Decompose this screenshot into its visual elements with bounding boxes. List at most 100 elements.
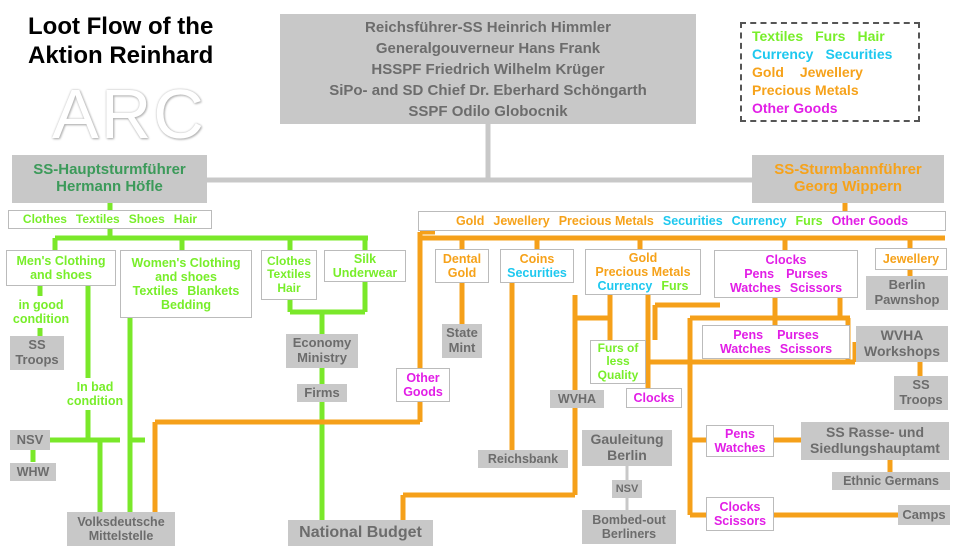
good-condition-line-2: condition	[12, 312, 70, 326]
ss-troops-right-line-1: SS	[912, 377, 930, 393]
legend-item-securities: Securities	[825, 46, 893, 62]
state-mint-box: State Mint	[442, 324, 482, 358]
silk-line-1: Silk	[353, 252, 377, 266]
dental-line-1: Dental	[442, 252, 482, 266]
legend: Textiles Furs Hair Currency Securities G…	[740, 22, 920, 122]
pawnshop-line-2: Pawnshop	[874, 292, 940, 307]
title-line-1: Loot Flow of the	[28, 13, 214, 40]
wippern-name: Georg Wippern	[793, 178, 903, 195]
economy-line-1: Economy	[292, 335, 352, 351]
command-line-himmler: Reichsführer-SS Heinrich Himmler	[365, 18, 611, 36]
legend-item-gold: Gold	[752, 64, 784, 80]
good-clothes: Clothes	[22, 211, 67, 226]
coins-securities-label: Securities	[507, 266, 567, 280]
legend-item-currency: Currency	[752, 46, 814, 62]
good-precious-metals: Precious Metals	[558, 214, 654, 228]
ppws-purses: Purses	[777, 328, 819, 342]
other-goods-line-2: Goods	[403, 385, 443, 399]
legend-row-1: Textiles Furs Hair	[752, 27, 918, 45]
legend-row-4: Precious Metals	[752, 81, 918, 99]
mens-clothing-box: Men's Clothing and shoes	[6, 250, 116, 286]
rasse-line-2: Siedlungshauptamt	[810, 440, 940, 456]
womens-textiles: Textiles	[132, 284, 179, 298]
bombed-out-berliners-box: Bombed-out Berliners	[582, 510, 676, 544]
cth-line-1: Clothes	[266, 253, 311, 268]
page-title: Loot Flow of the Aktion Reinhard	[28, 12, 213, 70]
command-line-schoengarth: SiPo- and SD Chief Dr. Eberhard Schöngar…	[329, 81, 647, 99]
state-mint-line-2: Mint	[448, 340, 476, 355]
wippern-rank: SS-Sturmbannführer	[774, 161, 922, 179]
hoefle-box: SS-Hauptsturmführer Hermann Höfle	[12, 155, 207, 203]
gpc-gold: Gold	[628, 251, 658, 265]
legend-row-3: Gold Jewellery	[752, 63, 918, 81]
dental-gold-box: Dental Gold	[435, 249, 489, 283]
command-line-krueger: HSSPF Friedrich Wilhelm Krüger	[371, 60, 605, 78]
volks-line-2: Mittelstelle	[88, 529, 154, 543]
pawnshop-line-1: Berlin	[888, 277, 926, 293]
nsv-mid-box: NSV	[612, 480, 642, 498]
furs-less-line-2: less	[606, 354, 630, 369]
nsv-left-label: NSV	[16, 431, 44, 447]
jewellery-box: Jewellery	[875, 248, 947, 270]
ss-troops-right-box: SS Troops	[894, 376, 948, 410]
rasse-line-1: SS Rasse- und	[825, 424, 925, 441]
legend-item-furs: Furs	[815, 28, 846, 44]
good-securities: Securities	[662, 214, 723, 228]
clothes-textiles-hair-box: Clothes Textiles Hair	[261, 250, 317, 300]
arc-logo: ARC	[52, 75, 206, 153]
legend-item-other-goods: Other Goods	[752, 100, 838, 116]
ppws-pens: Pens	[733, 328, 764, 342]
womens-row: Textiles Blankets	[133, 284, 240, 298]
pens-watches-line-2: Watches	[714, 441, 766, 455]
camps-label: Camps	[902, 506, 946, 522]
good-condition-line-1: in good	[18, 298, 64, 312]
legend-row-2: Currency Securities	[752, 45, 918, 63]
clocks-mid-box: Clocks	[626, 388, 682, 408]
womens-line-2: and shoes	[155, 270, 217, 284]
legend-item-jewellery: Jewellery	[799, 64, 863, 80]
hoefle-name: Hermann Höfle	[56, 178, 163, 195]
ethnic-germans-box: Ethnic Germans	[832, 472, 950, 490]
womens-blankets: Blankets	[187, 284, 240, 298]
title-line-2: Aktion Reinhard	[28, 42, 214, 69]
clocks-scissors-box: Clocks Scissors	[706, 497, 774, 531]
furs-less-quality-box: Furs of less Quality	[590, 340, 646, 384]
good-furs: Furs	[795, 214, 823, 228]
gauleitung-line-2: Berlin	[607, 447, 647, 463]
bad-condition-label: In bad condition	[54, 378, 136, 410]
clocks-mid-label: Clocks	[633, 391, 675, 405]
gauleitung-berlin-box: Gauleitung Berlin	[582, 430, 672, 466]
pens-watches-box: Pens Watches	[706, 425, 774, 457]
volksdeutsche-mittelstelle-box: Volksdeutsche Mittelstelle	[67, 512, 175, 546]
cpw-purses: Purses	[786, 267, 828, 281]
gauleitung-line-1: Gauleitung	[590, 431, 664, 448]
good-hair: Hair	[173, 211, 198, 226]
hoefle-goods-row: Clothes Textiles Shoes Hair	[22, 211, 198, 226]
good-textiles: Textiles	[75, 211, 120, 226]
clocks-scissors-line-1: Clocks	[719, 500, 761, 514]
cth-line-2: Textiles	[267, 267, 311, 282]
good-other-goods: Other Goods	[831, 214, 909, 228]
gpc-precious-metals: Precious Metals	[595, 265, 691, 279]
legend-item-precious-metals: Precious Metals	[752, 82, 859, 98]
nsv-mid-label: NSV	[615, 482, 639, 495]
wippern-goods-box: Gold Jewellery Precious Metals Securitie…	[418, 211, 946, 231]
pens-watches-line-1: Pens	[725, 427, 755, 441]
whw-box: WHW	[10, 463, 56, 481]
gpc-currency: Currency	[597, 279, 653, 293]
pens-purses-box: Pens Purses Watches Scissors	[702, 325, 850, 359]
wippern-box: SS-Sturmbannführer Georg Wippern	[752, 155, 944, 203]
good-shoes: Shoes	[128, 211, 165, 226]
ethnic-germans-label: Ethnic Germans	[843, 474, 939, 488]
reichsbank-box: Reichsbank	[478, 450, 568, 468]
hoefle-lines	[30, 202, 368, 522]
mens-line-2: and shoes	[30, 268, 92, 282]
hoefle-goods-box: Clothes Textiles Shoes Hair	[8, 210, 212, 229]
legend-item-hair: Hair	[857, 28, 885, 44]
workshops-line-2: Workshops	[864, 343, 940, 359]
good-jewellery: Jewellery	[493, 214, 550, 228]
wvha-small-label: WVHA	[557, 392, 597, 406]
mens-line-1: Men's Clothing	[16, 254, 106, 268]
womens-line-1: Women's Clothing	[131, 256, 241, 270]
